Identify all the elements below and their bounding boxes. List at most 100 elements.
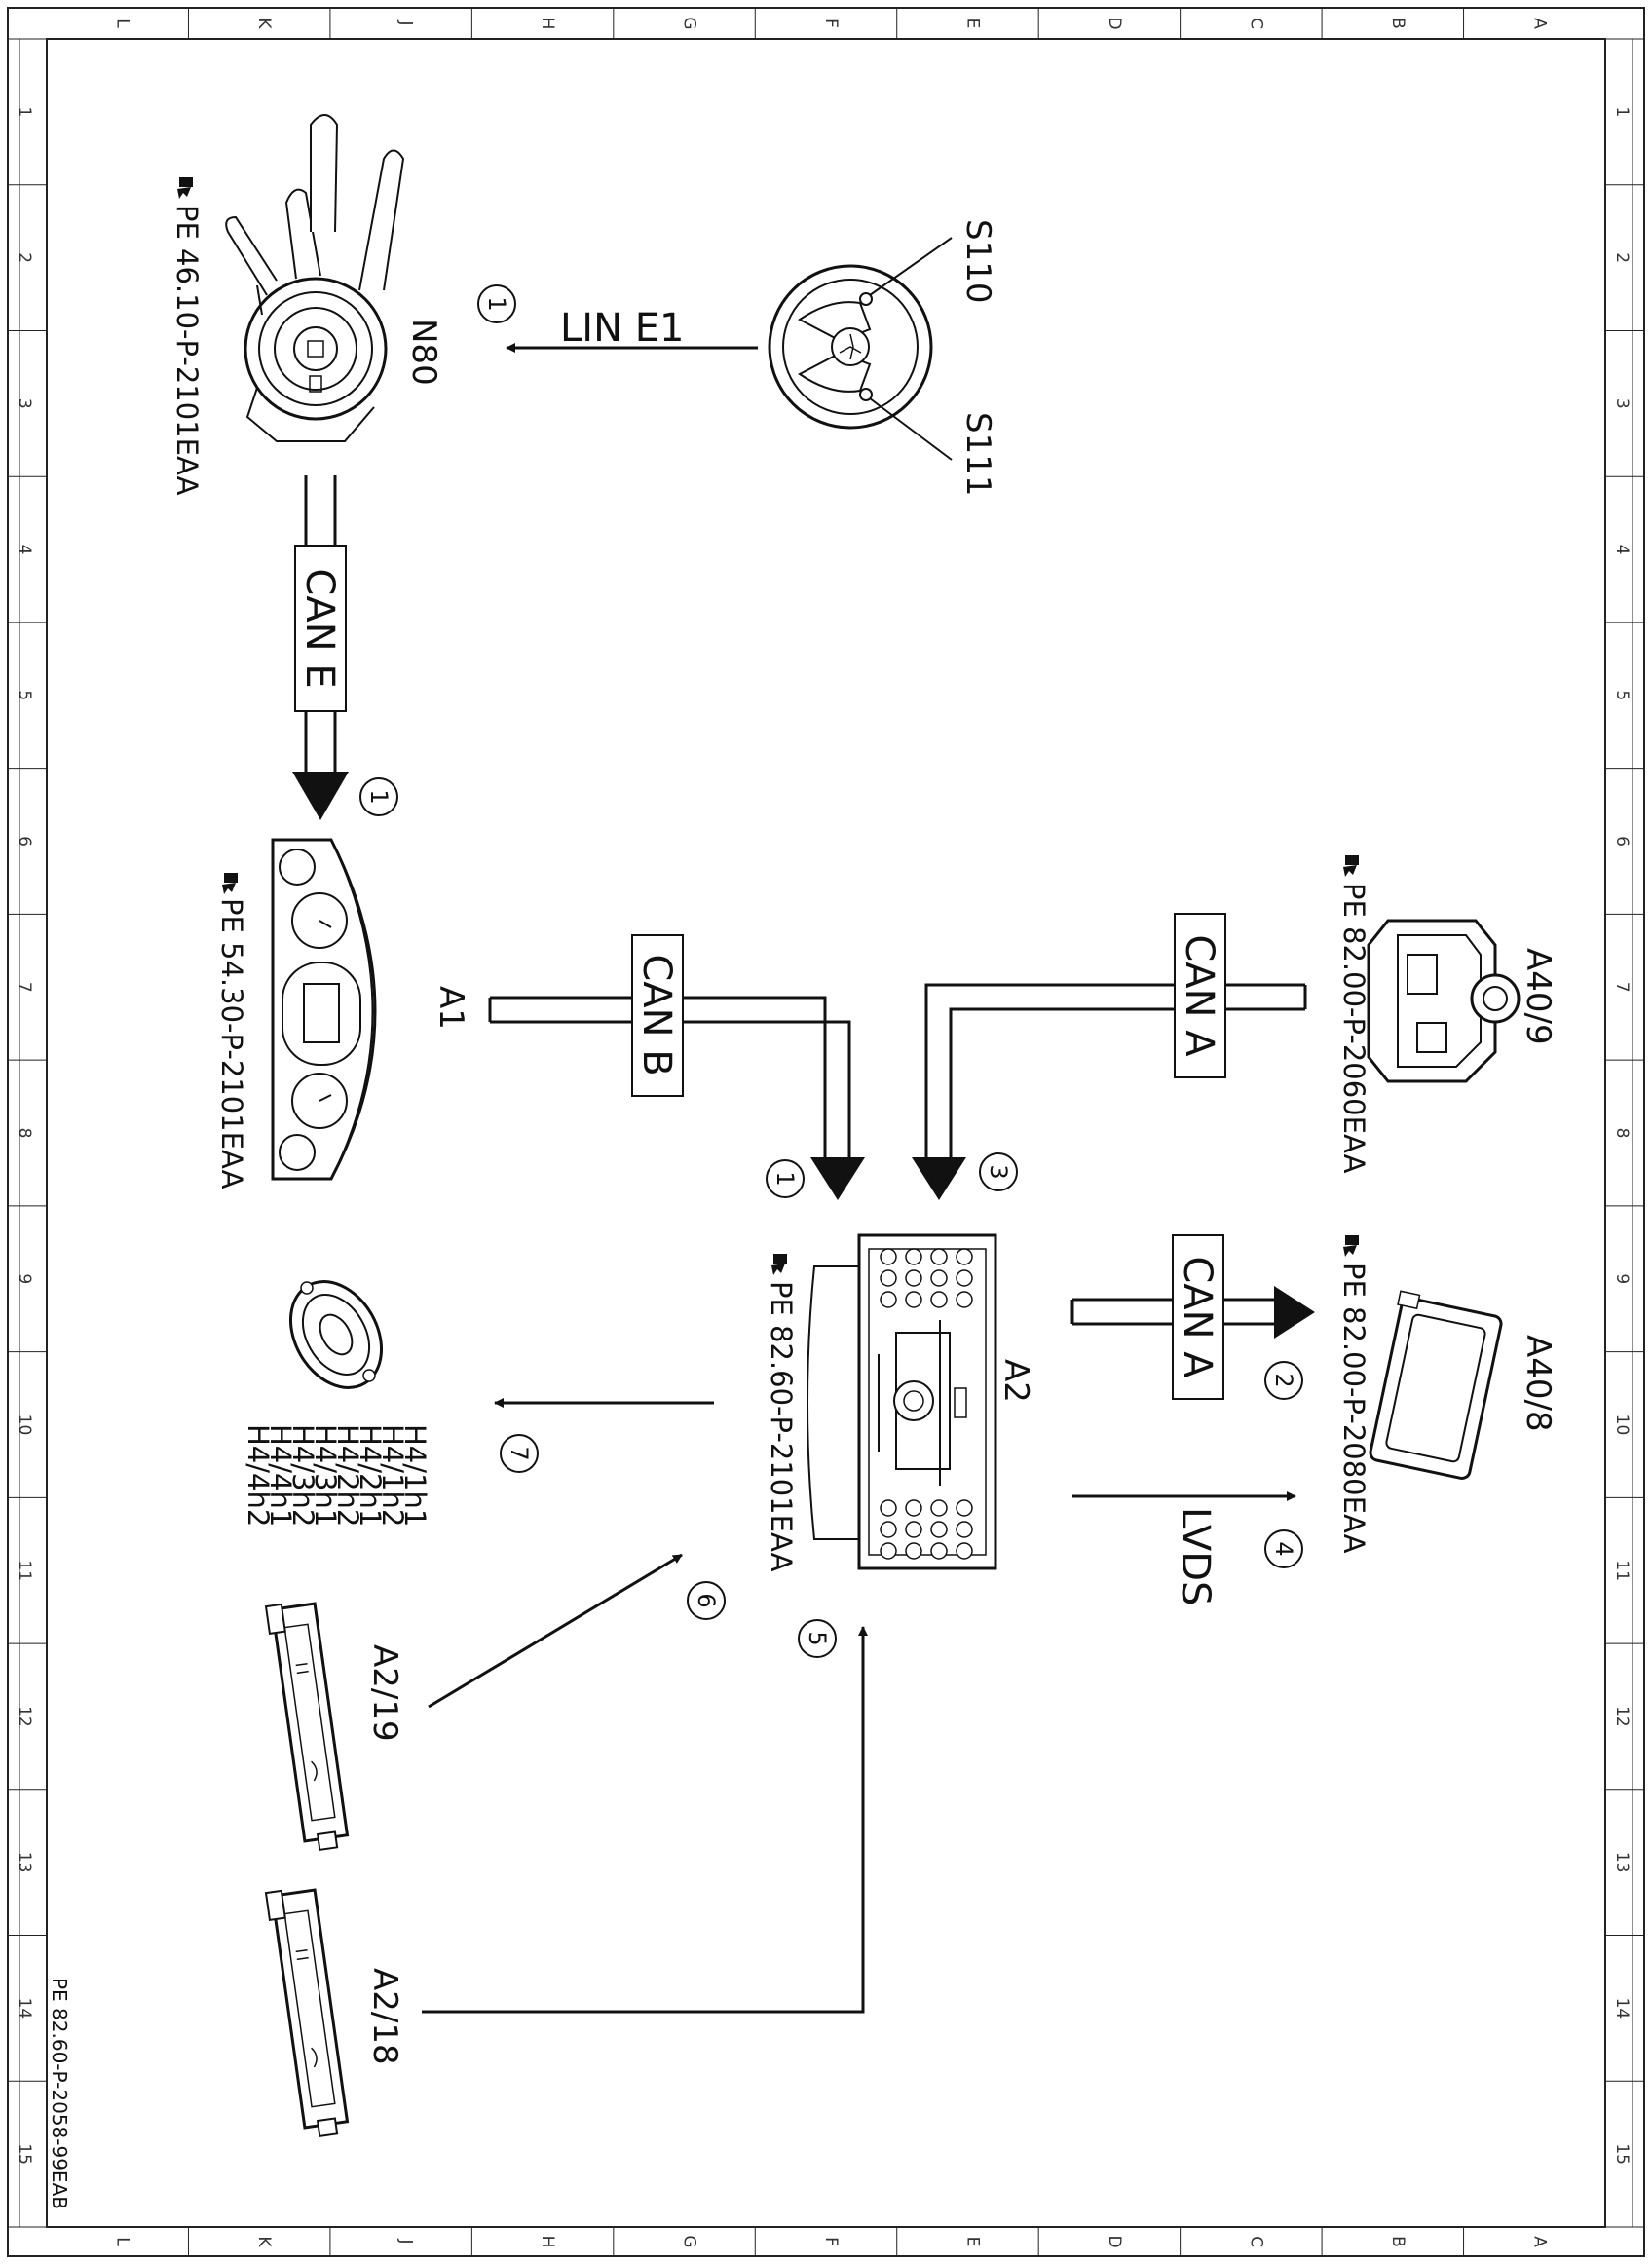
h4-label: H4/2h2 <box>331 1424 364 1527</box>
svg-text:1: 1 <box>365 789 393 804</box>
column-label-j-top: J <box>396 19 416 25</box>
column-label-f-top: F <box>821 19 841 28</box>
row-label-14-left: 14 <box>15 1998 34 2019</box>
column-label-c-bottom: C <box>1246 2236 1265 2247</box>
antenna-module-icon <box>264 1888 350 2137</box>
combination-switch-icon <box>225 114 405 442</box>
h4-label: H4/1h2 <box>376 1424 409 1527</box>
a40-9-ref: PE 82.00-P-2060EAA <box>1337 883 1370 1174</box>
column-label-k-bottom: K <box>254 2236 274 2247</box>
h4-label: H4/1h1 <box>398 1424 432 1527</box>
row-label-10-right: 10 <box>1612 1415 1632 1436</box>
head-unit-button <box>930 1542 948 1560</box>
column-label-e-bottom: E <box>962 2237 982 2247</box>
row-label-8-left: 8 <box>15 1128 34 1139</box>
a2-ref: PE 82.60-P-2101EAA <box>765 1281 798 1572</box>
row-label-13-right: 13 <box>1612 1852 1632 1873</box>
column-label-h-bottom: H <box>538 2236 557 2248</box>
lvds-label: LVDS <box>1173 1507 1218 1605</box>
a2-19-connection <box>428 1553 683 1709</box>
a2-18-connection <box>422 1626 868 2014</box>
drawing-number: PE 82.60-P-2058-99EAB <box>48 1978 71 2209</box>
head-unit-button <box>956 1542 973 1560</box>
svg-text:3: 3 <box>985 1164 1012 1179</box>
marker-5: 5 <box>798 1619 837 1658</box>
row-label-14-right: 14 <box>1612 1998 1632 2019</box>
row-label-5-right: 5 <box>1612 690 1632 700</box>
row-label-1-left: 1 <box>15 106 34 117</box>
h4-label: H4/3h1 <box>309 1424 342 1527</box>
document-ref-icon <box>1343 855 1359 877</box>
column-label-g-bottom: G <box>680 2235 699 2247</box>
svg-text:7: 7 <box>506 1446 533 1460</box>
marker-1-a2: 1 <box>766 1159 805 1198</box>
row-label-6-left: 6 <box>15 836 34 847</box>
head-unit-button <box>930 1499 948 1517</box>
can-a-top-label: CAN A <box>1177 934 1221 1057</box>
head-unit-button <box>880 1248 897 1265</box>
head-unit-button <box>930 1521 948 1538</box>
column-label-h-top: H <box>538 18 557 30</box>
column-label-l-bottom: L <box>113 2237 132 2246</box>
a2-19-label: A2/19 <box>365 1644 404 1742</box>
marker-1-n80: 1 <box>477 284 516 323</box>
document-ref-icon <box>771 1254 787 1275</box>
steering-wheel-icon <box>768 237 953 461</box>
head-unit-button <box>956 1291 973 1308</box>
a1-label: A1 <box>432 986 470 1030</box>
column-label-e-top: E <box>962 19 982 29</box>
column-label-b-bottom: B <box>1388 2236 1408 2247</box>
head-unit-button <box>880 1521 897 1538</box>
column-label-b-top: B <box>1388 18 1408 29</box>
n80-ref: PE 46.10-P-2101EAA <box>170 205 204 496</box>
head-unit-button <box>905 1542 922 1560</box>
head-unit-button <box>880 1269 897 1287</box>
n80-label: N80 <box>404 319 443 386</box>
can-b-label: CAN B <box>634 954 679 1075</box>
display-icon <box>1369 1290 1503 1480</box>
column-label-l-top: L <box>113 19 132 28</box>
can-a-bottom-label: CAN A <box>1175 1256 1220 1378</box>
row-label-15-left: 15 <box>15 2143 34 2165</box>
row-label-10-left: 10 <box>15 1415 34 1436</box>
head-unit-button <box>956 1521 973 1538</box>
document-ref-icon <box>222 873 238 894</box>
marker-4: 4 <box>1264 1529 1303 1568</box>
marker-6: 6 <box>687 1581 726 1620</box>
svg-text:1: 1 <box>483 296 510 311</box>
marker-7: 7 <box>500 1434 539 1473</box>
row-label-1-right: 1 <box>1612 106 1632 117</box>
head-unit-button <box>880 1542 897 1560</box>
row-label-11-right: 11 <box>1612 1560 1632 1581</box>
head-unit-button <box>905 1269 922 1287</box>
speaker-icon <box>288 1280 384 1389</box>
a40-9-label: A40/9 <box>1519 948 1558 1045</box>
instrument-cluster-icon <box>271 838 377 1181</box>
row-label-13-left: 13 <box>15 1852 34 1873</box>
s110-label: S110 <box>958 219 997 303</box>
can-e-connection: CAN E <box>292 475 349 820</box>
row-label-4-left: 4 <box>15 545 34 555</box>
head-unit-button <box>880 1499 897 1517</box>
head-unit-icon <box>807 1233 997 1570</box>
column-label-c-top: C <box>1246 18 1265 29</box>
column-label-k-top: K <box>254 18 274 29</box>
row-label-3-right: 3 <box>1612 398 1632 409</box>
document-ref-icon <box>1343 1235 1359 1257</box>
camera-icon <box>1367 919 1521 1083</box>
row-label-9-right: 9 <box>1612 1273 1632 1284</box>
a2-18-label: A2/18 <box>365 1968 404 2065</box>
h4-label: H4/3h2 <box>286 1424 319 1527</box>
document-ref-icon <box>177 177 193 199</box>
marker-2: 2 <box>1264 1361 1303 1400</box>
a40-8-ref: PE 82.00-P-2080EAA <box>1337 1263 1370 1554</box>
h4-label: H4/2h1 <box>354 1424 387 1527</box>
row-label-7-left: 7 <box>15 982 34 993</box>
antenna-module-icon <box>264 1602 350 1851</box>
svg-text:6: 6 <box>693 1593 720 1607</box>
svg-text:1: 1 <box>771 1171 799 1186</box>
a1-ref: PE 54.30-P-2101EAA <box>215 898 248 1189</box>
h4-label: H4/4h1 <box>264 1424 297 1527</box>
